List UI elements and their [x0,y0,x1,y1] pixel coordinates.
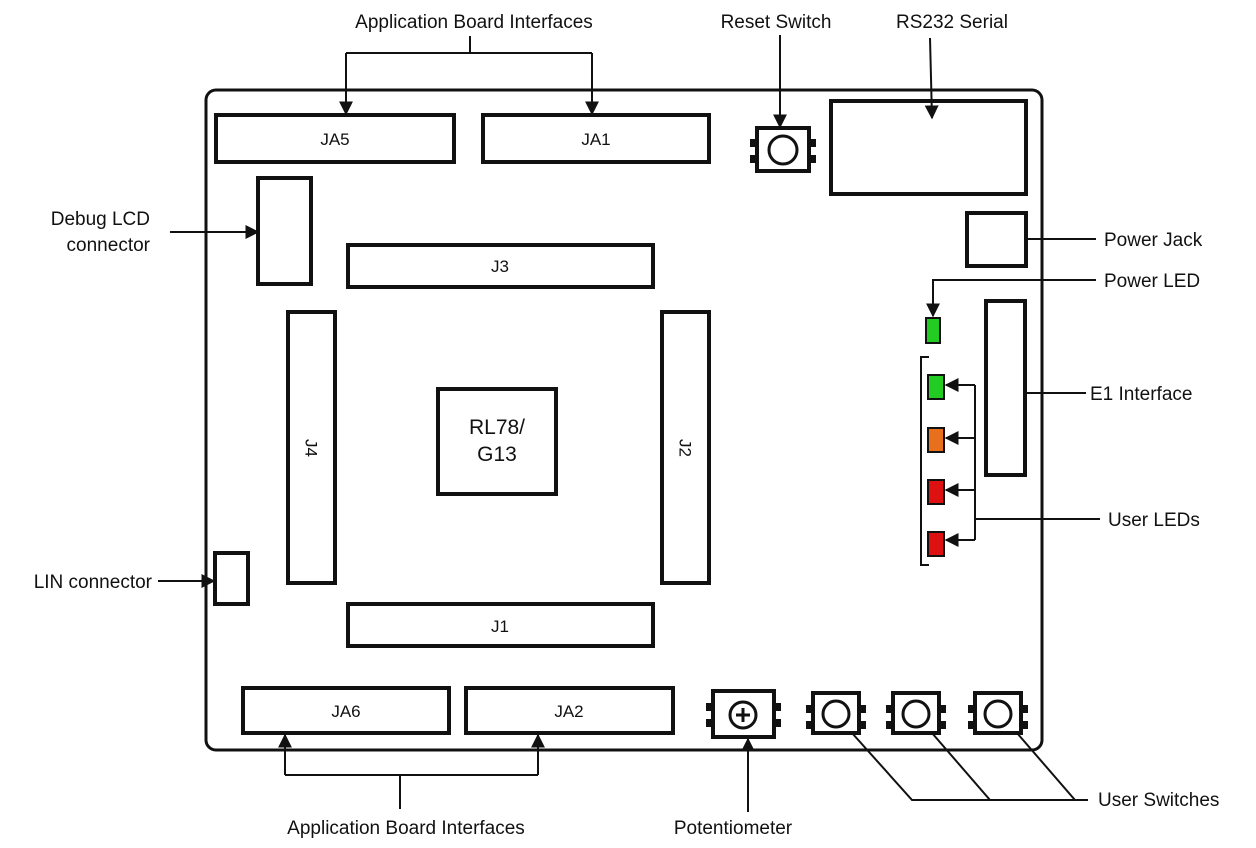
label-power-led: Power LED [1104,271,1200,292]
leader-app-bottom [285,774,538,809]
connector-ja1: JA1 [481,113,711,164]
reset-switch [750,126,816,173]
connector-j3-label: J3 [491,257,509,276]
user-switch-1 [806,691,866,735]
mcu-label-line2: G13 [477,443,517,466]
label-reset-switch: Reset Switch [721,12,832,33]
connector-ja6: JA6 [241,686,451,735]
label-lin-connector: LIN connector [34,572,153,593]
user-leds-bracket [920,356,929,566]
connector-ja2-label: JA2 [554,702,583,721]
label-app-board-bottom: Application Board Interfaces [287,818,525,839]
label-e1-interface: E1 Interface [1090,384,1192,405]
user-led-1 [927,374,945,400]
potentiometer [706,689,781,739]
user-switch-2 [886,691,946,735]
connector-ja6-label: JA6 [331,702,360,721]
connector-j1-label: J1 [491,617,509,636]
debug-lcd-connector [256,176,313,286]
connector-j4: J4 [286,310,337,585]
power-led [925,317,941,344]
e1-interface-connector [984,299,1027,477]
label-debug-lcd-line2: connector [67,235,151,256]
connector-j2: J2 [660,310,711,585]
leader-power-led [932,279,1096,297]
rs232-connector [829,99,1028,196]
connector-ja2: JA2 [464,686,675,735]
label-rs232-serial: RS232 Serial [896,12,1008,33]
connector-j1: J1 [346,602,655,648]
connector-ja5-label: JA5 [320,130,349,149]
label-app-board-top: Application Board Interfaces [355,12,593,33]
lin-connector [213,551,250,606]
label-debug-lcd-line1: Debug LCD [51,209,150,230]
connector-j2-label: J2 [676,439,695,457]
connector-ja5: JA5 [214,113,456,164]
user-switch-3 [968,691,1028,735]
leader-user-switches [851,732,1088,801]
connector-ja1-label: JA1 [581,130,610,149]
mcu-label-line1: RL78/ [469,416,525,439]
label-power-jack: Power Jack [1104,230,1203,251]
power-jack [965,211,1028,268]
user-led-2 [927,427,945,453]
connector-j4-label: J4 [302,439,321,457]
leader-user-leds [966,384,1100,541]
user-led-3 [927,479,945,505]
label-potentiometer: Potentiometer [674,818,793,839]
user-led-4 [927,531,945,557]
leader-app-top [346,36,592,54]
arrow-to-rs232 [924,37,939,120]
label-user-switches: User Switches [1098,790,1219,811]
mcu-chip: RL78/ G13 [436,387,558,496]
connector-j3: J3 [346,243,655,289]
label-user-leds: User LEDs [1108,510,1200,531]
